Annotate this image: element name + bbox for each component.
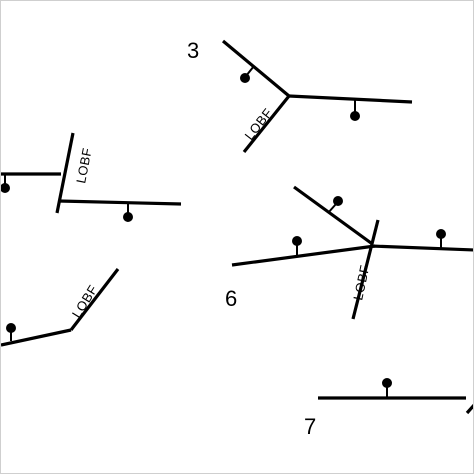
panel-number: 3 [187,38,199,63]
fault-segment-left [221,39,291,98]
fault-segment-left [231,244,376,267]
lobf-label: LOBF [242,105,276,143]
panel-6: 6 LOBF [225,185,473,320]
fault-segment-partial [465,403,473,415]
panel-7: 7 [304,378,473,439]
downthrow-ball [123,212,133,222]
panel-number: 6 [225,286,237,311]
panel-left-top: LOBF [1,132,182,222]
fault-segment-upper [293,185,372,245]
lobf-label: LOBF [350,263,372,301]
downthrow-ball [1,183,10,193]
downthrow-ball [240,73,250,83]
lobf-line [242,94,291,154]
lobf-line [351,219,380,320]
downthrow-tick [327,203,337,214]
panel-number: 7 [304,414,316,439]
panel-3: 3 LOBF [187,38,413,154]
fault-segment-right [370,244,473,252]
downthrow-ball [350,111,360,121]
fault-segment-left [1,328,72,347]
lobf-label: LOBF [73,146,95,184]
downthrow-ball [333,196,343,206]
downthrow-ball [292,236,302,246]
lobf-label: LOBF [69,282,101,320]
fault-segment-right [58,199,182,206]
downthrow-ball [436,229,446,239]
lobf-line [69,268,120,331]
downthrow-ball [382,378,392,388]
fault-segment-right [288,94,413,104]
panel-left-bottom: LOBF [1,268,120,347]
downthrow-ball [6,323,16,333]
